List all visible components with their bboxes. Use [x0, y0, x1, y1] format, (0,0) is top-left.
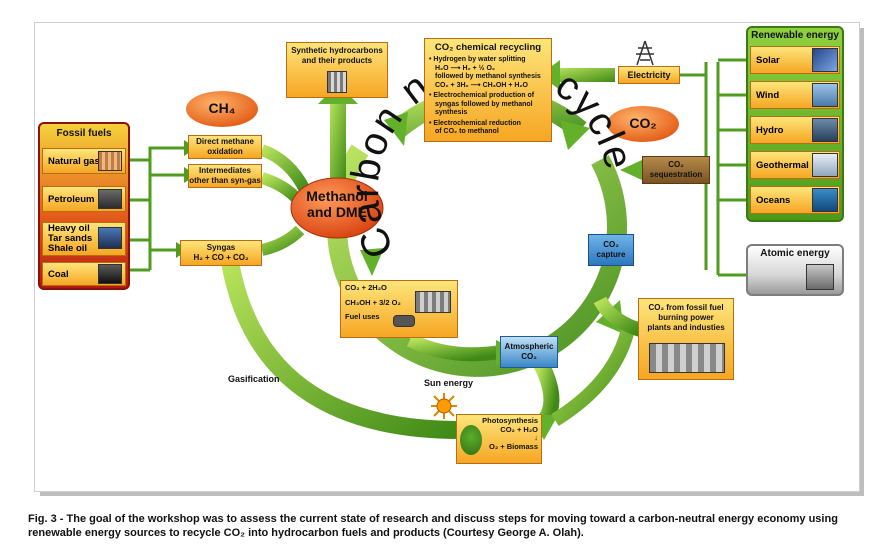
- coal-icon: [98, 264, 122, 284]
- recycling-line: CO₂ + 3H₂ ⟶ CH₃OH + H₂O: [435, 81, 529, 89]
- photo-arrow: ↓: [534, 433, 538, 442]
- photo-to-cycle: [551, 318, 637, 426]
- gasification-label: Gasification: [228, 374, 280, 384]
- elec-shaft: [555, 68, 615, 82]
- renewable-item-label: Wind: [756, 89, 780, 101]
- atm-to-photo-arrow: [532, 358, 560, 425]
- recycling-box: CO₂ chemical recycling • Hydrogen by wat…: [424, 38, 552, 142]
- geothermal-icon: [812, 153, 838, 177]
- syngas-formula: H₂ + CO + CO₂: [193, 253, 249, 262]
- ch4-label: CH₄: [208, 100, 236, 116]
- photo-title: Photosynthesis: [482, 416, 538, 425]
- natural-gas-icon: [98, 151, 122, 171]
- recycling-line: • Electrochemical reduction: [429, 119, 521, 127]
- ocean-wave-icon: [812, 188, 838, 212]
- photosynthesis-box: Photosynthesis CO₂ + H₂O ↓ O₂ + Biomass: [456, 414, 542, 464]
- recycling-title: CO₂ chemical recycling: [434, 42, 542, 53]
- fossil-item-heavy-oil: Heavy oil Tar sands Shale oil: [42, 222, 126, 256]
- recycling-line: of CO₂ to methanol: [435, 128, 499, 135]
- fossil-item-label: Natural gas: [48, 155, 100, 167]
- recycling-line: H₂O ⟶ H₂ + ½ O₂: [435, 64, 496, 72]
- ch4-bubble: [186, 91, 258, 127]
- car-icon: [393, 315, 415, 327]
- recycling-line: followed by methanol synthesis: [435, 73, 541, 80]
- methanol-ellipse: [290, 177, 384, 239]
- renewable-title: Renewable energy: [751, 30, 839, 41]
- electricity-box: Electricity: [618, 66, 680, 84]
- power-pylon-icon: [632, 40, 658, 66]
- tar-sands-icon: [98, 227, 122, 249]
- pylon-svg: [636, 40, 654, 66]
- cycle-arrowhead-1: [384, 112, 408, 146]
- sun-energy-label: Sun energy: [424, 378, 474, 388]
- recycling-line: • Electrochemical production of: [429, 92, 535, 99]
- renewable-item-label: Oceans: [756, 194, 791, 206]
- recycling-line: syngas followed by methanol: [435, 100, 533, 108]
- sequestration-box: CO₂ sequestration: [642, 156, 710, 184]
- renewable-bus: [640, 58, 748, 277]
- fossil-bus: [128, 146, 188, 272]
- synthetic-shaft: [330, 100, 346, 180]
- atmospheric-box: Atmospheric CO₂: [500, 336, 558, 368]
- recycling-line: synthesis: [435, 109, 468, 116]
- sun-svg: [431, 393, 457, 419]
- factory-icon: [415, 291, 451, 313]
- fossil-plants-label: CO₂ from fossil fuel burning power plant…: [647, 303, 725, 332]
- wind-turbine-icon: [812, 83, 838, 107]
- recycling-line: • Hydrogen by water splitting: [429, 56, 526, 63]
- sun-icon: [430, 392, 458, 420]
- fuel-uses-box: CO₂ + 2H₂O CH₃OH + 3/2 O₂ Fuel uses: [340, 280, 458, 338]
- renewable-item-label: Hydro: [756, 124, 784, 136]
- fossil-plants-box: CO₂ from fossil fuel burning power plant…: [638, 298, 734, 380]
- co2-bubble-label: CO₂: [629, 115, 657, 131]
- fuel-line-1: CO₂ + 2H₂O: [345, 283, 387, 292]
- co2-bubble: [607, 106, 679, 142]
- plant-icon: [460, 425, 482, 455]
- direct-methane-box: Direct methane oxidation: [188, 135, 262, 159]
- atomic-panel: Atomic energy: [746, 244, 844, 296]
- seq-arrowhead: [620, 160, 642, 180]
- synthetic-box: Synthetic hydrocarbons and their product…: [286, 42, 388, 98]
- dm-to-meth: [259, 144, 311, 193]
- nuclear-plant-icon: [806, 264, 834, 290]
- fossil-fuels-title: Fossil fuels: [56, 128, 112, 139]
- methanol-label: Methanol and DME: [306, 188, 368, 220]
- oil-derrick-icon: [98, 189, 122, 209]
- cycle-arrowhead-2: [560, 120, 590, 150]
- capture-box: CO₂ capture: [588, 234, 634, 266]
- syngas-to-meth: [260, 225, 305, 256]
- photo-line-1: CO₂ + H₂O: [500, 424, 538, 434]
- photo-line-2: O₂ + Biomass: [489, 441, 538, 451]
- refinery-icon: [327, 71, 347, 93]
- intermediates-box: Intermediates other than syn-gas: [188, 164, 262, 188]
- synthetic-label: Synthetic hydrocarbons and their product…: [291, 46, 383, 65]
- renewable-item-label: Solar: [756, 54, 780, 66]
- syngas-title: Syngas: [206, 243, 236, 252]
- gasification-arrow: [221, 260, 461, 439]
- plants-to-capture: [593, 296, 643, 337]
- solar-panel-icon: [812, 48, 838, 72]
- atomic-title: Atomic energy: [760, 248, 830, 259]
- power-plant-icon: [649, 343, 725, 373]
- fuel-line-2: CH₃OH + 3/2 O₂: [345, 297, 401, 307]
- syngas-box: Syngas H₂ + CO + CO₂: [180, 240, 262, 266]
- fuel-to-atm: [406, 333, 502, 362]
- figure-caption: Fig. 3 - The goal of the workshop was to…: [28, 513, 838, 539]
- renewable-item-label: Geothermal: [756, 159, 809, 171]
- fossil-item-label: Coal: [48, 268, 69, 280]
- dam-icon: [812, 118, 838, 142]
- fossil-item-label: Petroleum: [48, 193, 95, 205]
- fossil-item-label: Heavy oil Tar sands Shale oil: [48, 223, 93, 254]
- cycle-arrowhead-4: [360, 248, 384, 276]
- fuel-uses-label: Fuel uses: [345, 312, 380, 321]
